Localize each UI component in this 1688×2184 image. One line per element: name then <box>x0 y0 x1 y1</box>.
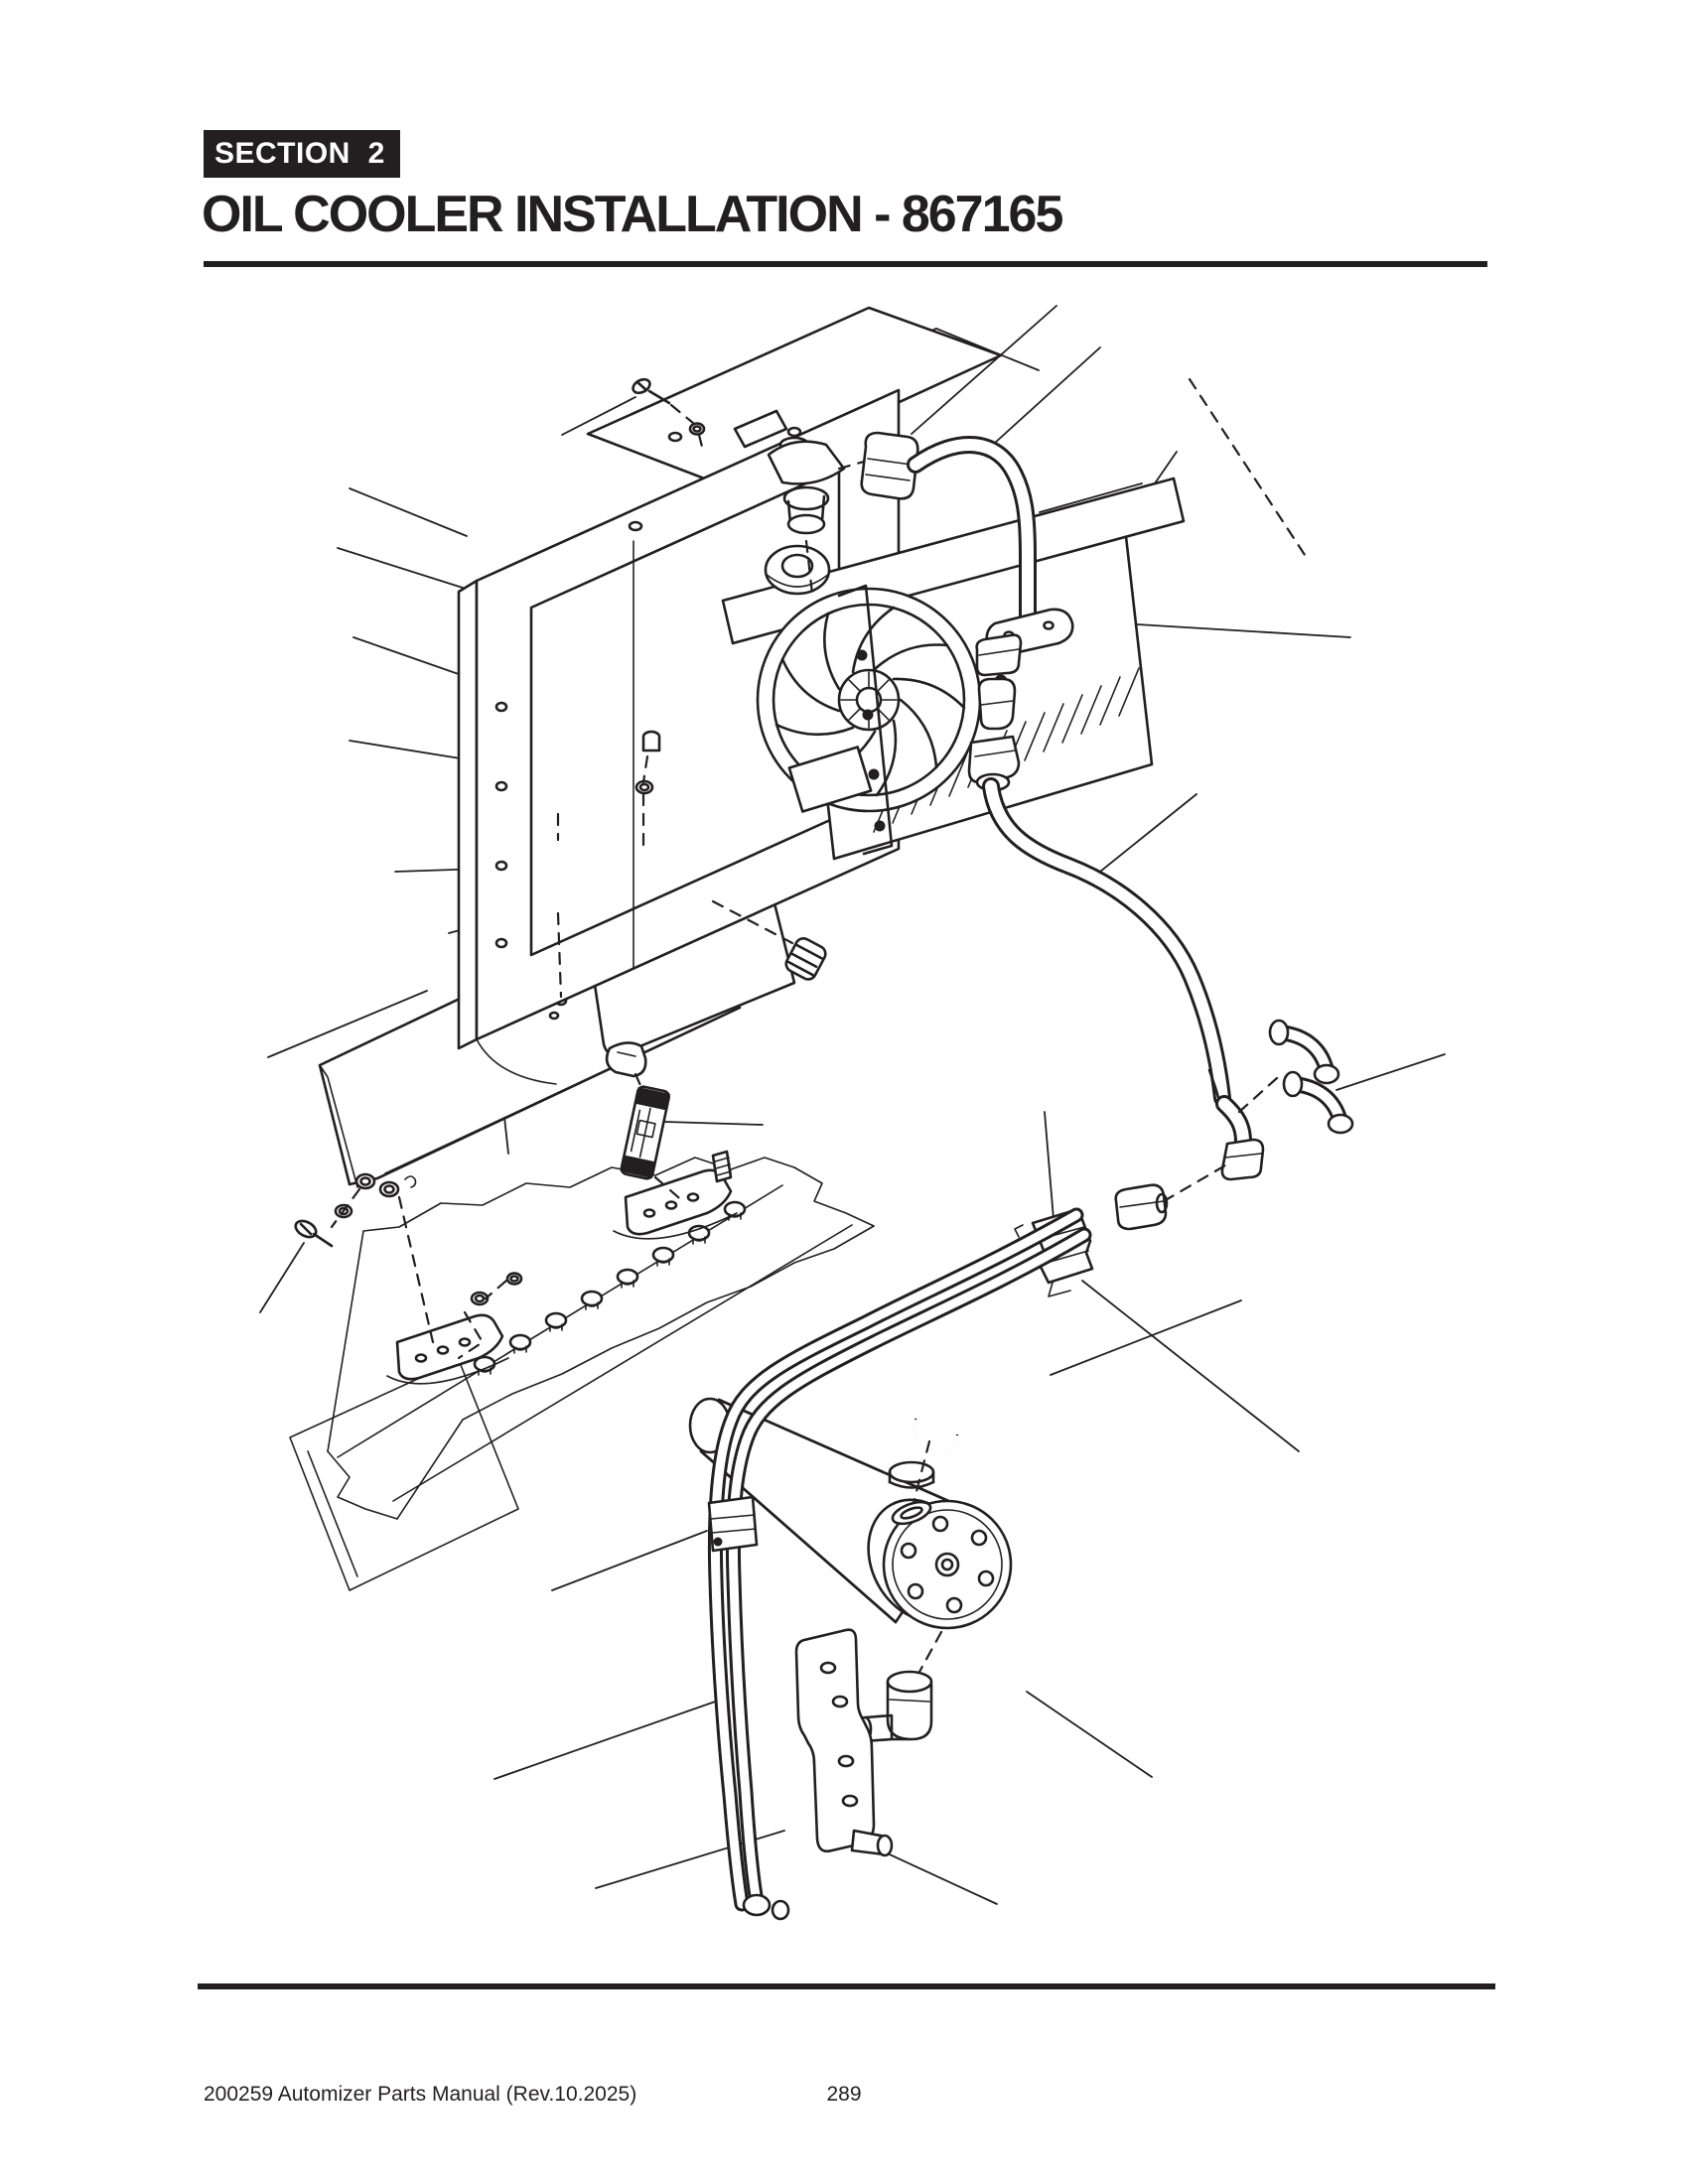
fitting-chain <box>967 633 1023 792</box>
right-elbow-pair <box>1268 1019 1354 1135</box>
filter-clip <box>605 1041 647 1078</box>
bottom-bracket <box>794 1628 894 1857</box>
grommets <box>354 1172 417 1198</box>
long-s-hose <box>982 777 1265 1181</box>
retaining-clip <box>912 1418 959 1453</box>
fan-blades <box>774 606 966 797</box>
oil-tank <box>688 1397 1013 1630</box>
dashed-lines <box>330 377 1309 1674</box>
flange-bolts <box>900 1515 995 1614</box>
top-elbow-fitting <box>767 436 846 535</box>
cooler-label <box>787 746 873 813</box>
footer-manual-ref: 200259 Automizer Parts Manual (Rev.10.20… <box>204 2083 637 2106</box>
section-badge: SECTION 2 <box>204 130 400 178</box>
upper-hose <box>907 436 1037 632</box>
rail-washers <box>470 1272 523 1306</box>
shroud-fitting <box>634 730 661 795</box>
grommet-bushing <box>764 544 831 596</box>
inline-filter <box>620 1085 670 1180</box>
tube-clamp <box>707 1495 759 1553</box>
footer-page-number: 289 <box>826 2083 862 2106</box>
hose-cap-nut <box>860 431 919 500</box>
shroud-top-plate <box>586 306 1003 486</box>
shroud-screw <box>632 377 706 436</box>
page-title: OIL COOLER INSTALLATION - 867165 <box>202 186 1063 243</box>
saddle-bracket-right <box>613 1150 738 1240</box>
footer-rule <box>198 1983 1495 1989</box>
twin-tubes <box>707 1207 1092 1921</box>
hose-end-nut <box>784 936 827 981</box>
title-rule <box>204 261 1487 267</box>
bullet-fitting <box>1114 1183 1169 1231</box>
cooler-fan <box>756 587 982 813</box>
bracket-foot-pin <box>850 1829 894 1857</box>
hose-hex-nut <box>1220 1138 1265 1181</box>
oil-cooler <box>721 477 1186 861</box>
